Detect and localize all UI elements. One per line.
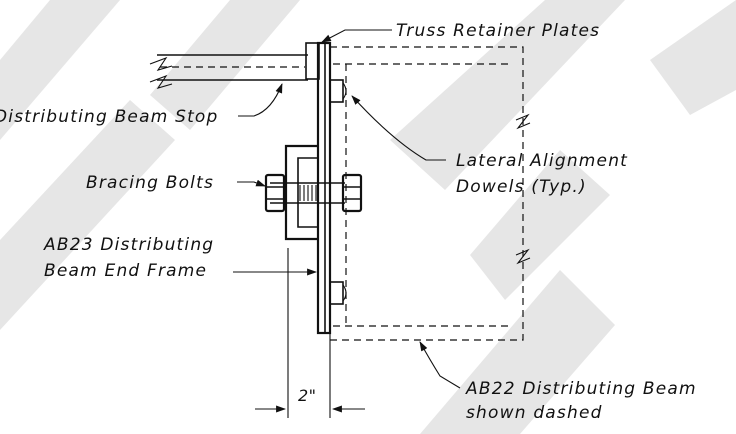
label-lateral-alignment: Lateral Alignment [456, 151, 628, 171]
distributing-beam-dashed [330, 46, 531, 341]
label-distributing-beam-stop: Distributing Beam Stop [0, 107, 219, 127]
bolt-nut-left [264, 173, 286, 213]
label-ab23-line2: Beam End Frame [44, 261, 207, 281]
leader-beam-stop [238, 83, 283, 117]
label-ab22-line1: AB22 Distributing Beam [465, 379, 697, 399]
dimension-label: 2" [298, 386, 317, 405]
watermark-stroke [650, 0, 736, 115]
leader-bracing-bolts [237, 179, 266, 187]
bracing-bolt-shank [270, 182, 345, 204]
leader-dowels [351, 95, 446, 161]
leader-ab22-beam [419, 341, 461, 389]
bolt-nut-right [341, 173, 363, 213]
label-bracing-bolts: Bracing Bolts [86, 173, 214, 193]
watermark-stroke [0, 100, 175, 330]
distributing-beam-left [149, 54, 308, 89]
label-dowels-typ: Dowels (Typ.) [456, 177, 587, 197]
leader-truss-retainer [321, 29, 392, 43]
label-ab23-line1: AB23 Distributing [43, 235, 214, 255]
dowel-bottom [329, 281, 347, 305]
watermark-stroke [0, 0, 120, 140]
dimension-2in: 2" [255, 248, 365, 418]
watermark-stroke [420, 270, 615, 434]
watermark-stroke [150, 0, 300, 130]
label-truss-retainer-plates: Truss Retainer Plates [396, 21, 600, 41]
watermark-stroke [470, 150, 610, 300]
dowel-top [329, 79, 347, 103]
label-ab22-line2: shown dashed [466, 403, 603, 423]
bracing-channel [284, 144, 318, 241]
watermark-stroke [390, 0, 625, 190]
end-frame-plate [316, 41, 332, 335]
